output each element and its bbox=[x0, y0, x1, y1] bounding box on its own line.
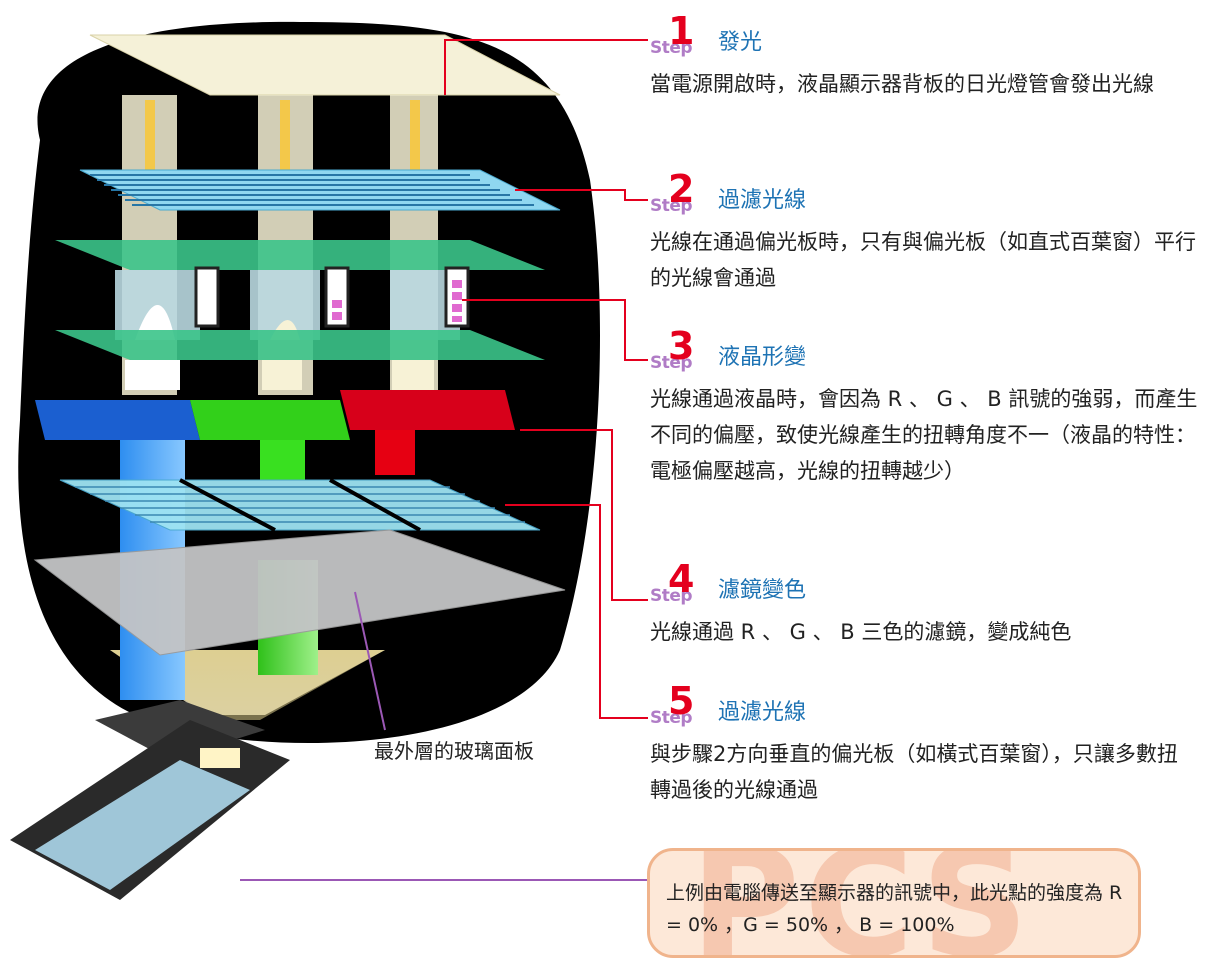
lc-top-plate bbox=[55, 240, 545, 270]
step-label: Step bbox=[650, 353, 693, 373]
step-description: 當電源開啟時，液晶顯示器背板的日光燈管會發出光線 bbox=[650, 72, 1154, 96]
step-2-head: Step 2 過濾光線 bbox=[650, 170, 1190, 218]
step-label: Step bbox=[650, 196, 693, 216]
green-filter bbox=[190, 400, 350, 440]
leader-step-5 bbox=[505, 504, 648, 719]
leader-step-1 bbox=[444, 39, 648, 95]
battery-2 bbox=[324, 266, 350, 328]
step-label: Step bbox=[650, 586, 693, 606]
step-5-head: Step 5 過濾光線 bbox=[650, 682, 1190, 730]
step-description: 與步驟2方向垂直的偏光板（如橫式百葉窗），只讓多數扭轉過後的光線通過 bbox=[650, 742, 1178, 802]
note-box: PCS 上例由電腦傳送至顯示器的訊號中，此光點的強度為 R = 0% ，G = … bbox=[647, 848, 1141, 958]
step-description: 光線在通過偏光板時，只有與偏光板（如直式百葉窗）平行的光線會通過 bbox=[650, 230, 1196, 290]
glass-panel bbox=[33, 529, 566, 656]
step-description: 光線通過 R 、 G 、 B 三色的濾鏡，變成純色 bbox=[650, 620, 1072, 644]
step-title: 液晶形變 bbox=[718, 345, 807, 370]
step-description: 光線通過液晶時，會因為 R 、 G 、 B 訊號的強弱，而產生不同的偏壓，致使光… bbox=[650, 387, 1198, 483]
battery-1 bbox=[194, 266, 220, 328]
backlight-plate bbox=[89, 34, 561, 96]
step-number: 3 bbox=[668, 324, 695, 368]
leader-glass bbox=[354, 591, 386, 731]
step-1-head: Step 1 發光 bbox=[650, 12, 1190, 60]
blue-filter bbox=[35, 400, 200, 440]
pcs-watermark: PCS bbox=[690, 848, 1033, 958]
step-number: 2 bbox=[668, 167, 695, 211]
step-4-head: Step 4 濾鏡變色 bbox=[650, 560, 1190, 608]
step-number: 1 bbox=[668, 9, 695, 53]
lc-bottom-plate bbox=[55, 330, 545, 360]
step-title: 發光 bbox=[718, 30, 763, 55]
glass-panel-label: 最外層的玻璃面板 bbox=[374, 739, 534, 763]
leader-step-2 bbox=[515, 189, 648, 201]
polarizer-plate-2 bbox=[59, 479, 541, 531]
step-title: 過濾光線 bbox=[718, 188, 807, 213]
projector-screen bbox=[35, 760, 250, 890]
note-text: 上例由電腦傳送至顯示器的訊號中，此光點的強度為 R = 0% ，G = 50% … bbox=[666, 882, 1123, 936]
step-title: 濾鏡變色 bbox=[718, 578, 807, 603]
step-label: Step bbox=[650, 38, 693, 58]
red-filter bbox=[340, 390, 515, 430]
step-label: Step bbox=[650, 708, 693, 728]
step-number: 5 bbox=[668, 679, 695, 723]
leader-step-3 bbox=[462, 299, 648, 361]
leader-step-4 bbox=[520, 429, 648, 601]
step-number: 4 bbox=[668, 557, 695, 601]
step-title: 過濾光線 bbox=[718, 700, 807, 725]
step-3-head: Step 3 液晶形變 bbox=[650, 327, 1190, 375]
